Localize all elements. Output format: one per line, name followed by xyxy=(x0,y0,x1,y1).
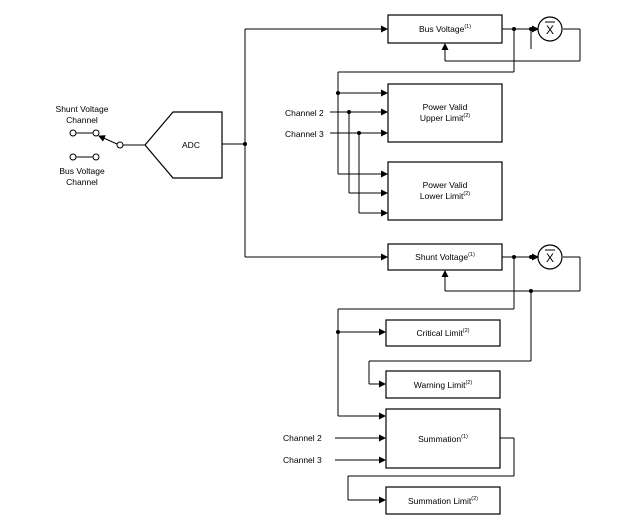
summation-limit-label: Summation Limit xyxy=(408,496,472,506)
bottom-channel2-label: Channel 2 xyxy=(283,433,322,443)
bus-terminal-b xyxy=(92,153,100,161)
bus-channel-label-1: Bus Voltage xyxy=(59,166,105,176)
shunt-averager-symbol: X xyxy=(537,244,563,270)
svg-text:Warning Limit(2): Warning Limit(2) xyxy=(414,380,473,390)
svg-text:Upper Limit(2): Upper Limit(2) xyxy=(420,113,470,123)
summation-block: Summation(1) xyxy=(385,408,501,469)
bus-voltage-block: Bus Voltage(1) xyxy=(387,14,503,44)
critical-limit-label: Critical Limit xyxy=(416,328,463,338)
bus-voltage-label: Bus Voltage xyxy=(419,24,465,34)
summation-limit-block: Summation Limit(2) xyxy=(385,486,501,515)
pv-lower-note: (2) xyxy=(463,191,470,197)
svg-text:Bus Voltage(1): Bus Voltage(1) xyxy=(419,24,471,34)
warning-limit-block: Warning Limit(2) xyxy=(385,370,501,399)
top-channel3-label: Channel 3 xyxy=(285,129,324,139)
bottom-channel3-label: Channel 3 xyxy=(283,455,322,465)
shunt-voltage-note: (1) xyxy=(468,252,475,258)
shunt-voltage-label: Shunt Voltage xyxy=(415,252,468,262)
svg-text:Summation(1): Summation(1) xyxy=(418,434,468,444)
adc-label: ADC xyxy=(182,140,200,150)
top-channel2-label: Channel 2 xyxy=(285,108,324,118)
pv-lower-line1: Power Valid xyxy=(423,180,468,190)
warning-limit-label: Warning Limit xyxy=(414,380,466,390)
summation-limit-note: (2) xyxy=(471,496,478,502)
svg-text:Shunt Voltage(1): Shunt Voltage(1) xyxy=(415,252,475,262)
shunt-voltage-block: Shunt Voltage(1) xyxy=(387,243,503,271)
svg-text:Summation Limit(2): Summation Limit(2) xyxy=(408,496,478,506)
pv-upper-line1: Power Valid xyxy=(423,102,468,112)
switch-pivot xyxy=(116,141,124,149)
shunt-terminal-b xyxy=(92,129,100,137)
summation-note: (1) xyxy=(461,434,468,440)
adc-block: ADC xyxy=(144,111,223,179)
bus-averager-symbol: X xyxy=(537,16,563,42)
pv-upper-line2: Upper Limit xyxy=(420,113,464,123)
pv-upper-block: Power Valid Upper Limit(2) xyxy=(387,83,503,143)
summation-label: Summation xyxy=(418,434,461,444)
svg-text:Lower Limit(2): Lower Limit(2) xyxy=(420,191,470,201)
warning-limit-note: (2) xyxy=(465,380,472,386)
svg-text:Critical Limit(2): Critical Limit(2) xyxy=(416,328,469,338)
critical-limit-block: Critical Limit(2) xyxy=(385,319,501,347)
shunt-terminal-a xyxy=(69,129,77,137)
shunt-channel-label-1: Shunt Voltage xyxy=(56,104,109,114)
summation-wiring: Channel 2 Channel 3 xyxy=(283,433,515,504)
shunt-averager-wiring xyxy=(336,253,581,420)
shunt-averager-x: X xyxy=(546,251,554,265)
power-valid-wiring: Channel 2 Channel 3 xyxy=(285,89,388,217)
pv-upper-note: (2) xyxy=(463,113,470,119)
adc-output-wiring xyxy=(222,25,388,261)
switch-arm xyxy=(98,135,118,145)
bus-channel-label-2: Channel xyxy=(66,177,98,187)
bus-voltage-note: (1) xyxy=(464,24,471,30)
pv-lower-line2: Lower Limit xyxy=(420,191,464,201)
critical-limit-note: (2) xyxy=(463,328,470,334)
pv-lower-block: Power Valid Lower Limit(2) xyxy=(387,161,503,221)
bus-averager-wiring xyxy=(337,25,581,174)
bus-averager-x: X xyxy=(546,23,554,37)
shunt-channel-label-2: Channel xyxy=(66,115,98,125)
input-switch: Shunt Voltage Channel Bus Voltage Channe… xyxy=(56,104,145,187)
bus-terminal-a xyxy=(69,153,77,161)
